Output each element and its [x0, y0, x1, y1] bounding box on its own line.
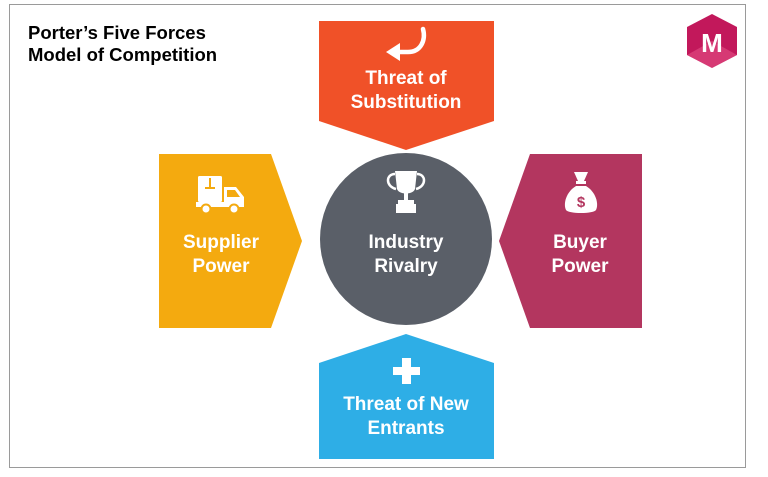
- supplier-label-line-2: Power: [192, 256, 250, 277]
- money-bag-icon: $: [564, 172, 598, 213]
- trophy-icon: [386, 171, 426, 213]
- undo-arrow-icon: [386, 26, 426, 61]
- rivalry-label-line-1: Industry: [369, 232, 444, 253]
- buyer-shape: [499, 154, 642, 328]
- new-entrants-label-line-1: Threat of New: [343, 394, 469, 415]
- buyer-label-line-1: Buyer: [553, 232, 607, 253]
- delivery-truck-icon: [196, 176, 244, 215]
- slide-title: Porter’s Five Forces Model of Competitio…: [28, 22, 217, 66]
- plus-icon: [393, 358, 420, 384]
- supplier-shape: [159, 154, 302, 328]
- force-industry-rivalry: Industry Rivalry: [320, 153, 492, 325]
- force-buyer-power: $ Buyer Power: [499, 154, 642, 328]
- logo: M: [687, 14, 737, 68]
- supplier-label-line-1: Supplier: [183, 232, 260, 253]
- buyer-label-line-2: Power: [551, 256, 609, 277]
- rivalry-label-line-2: Rivalry: [374, 256, 438, 277]
- title-line-1: Porter’s Five Forces: [28, 22, 206, 43]
- title-line-2: Model of Competition: [28, 44, 218, 65]
- substitution-label-line-2: Substitution: [351, 92, 462, 113]
- substitution-label-line-1: Threat of: [365, 68, 447, 89]
- new-entrants-shape: [319, 334, 494, 459]
- logo-hexagon: [687, 14, 737, 68]
- logo-letter: M: [701, 28, 723, 58]
- force-threat-of-substitution: Threat of Substitution: [319, 21, 494, 150]
- force-threat-of-new-entrants: Threat of New Entrants: [319, 334, 494, 459]
- force-supplier-power: Supplier Power: [159, 154, 302, 328]
- substitution-shape: [319, 21, 494, 150]
- logo-hexagon-shade: [687, 41, 737, 68]
- dollar-sign: $: [577, 194, 586, 211]
- rivalry-circle: [320, 153, 492, 325]
- new-entrants-label-line-2: Entrants: [367, 418, 444, 439]
